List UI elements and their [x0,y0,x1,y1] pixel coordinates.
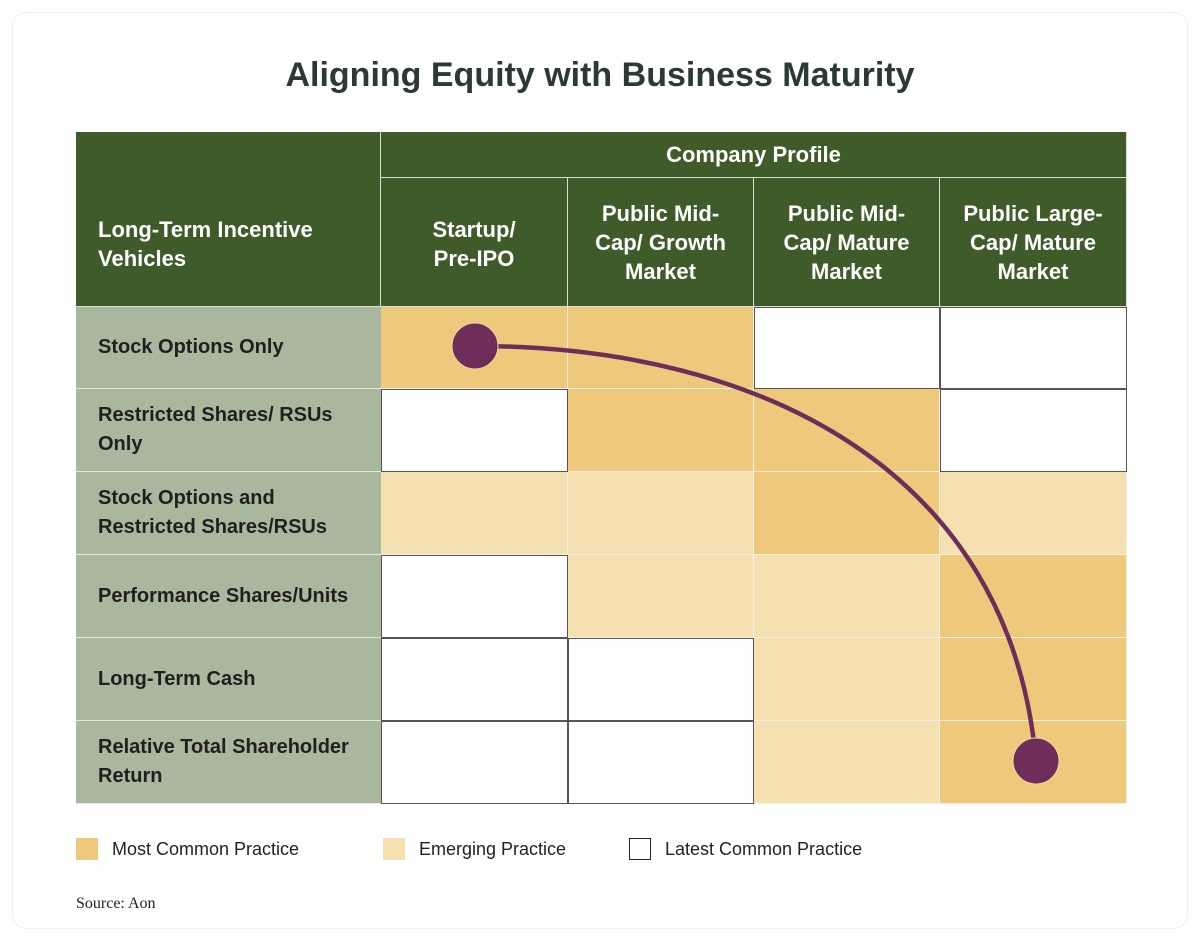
row-label-text: Relative Total Shareholder Return [98,736,349,787]
legend-swatch [629,838,651,860]
column-header-text: Public Mid-Cap/ Mature Market [783,200,910,284]
row-label-text: Long-Term Cash [98,667,256,690]
row-header-text: Long-Term Incentive Vehicles [98,217,313,271]
row-label-text: Stock Options and Restricted Shares/RSUs [98,487,327,538]
row-header: Long-Term Incentive Vehicles [76,132,381,307]
cell-emerging [381,472,568,555]
start-dot [451,322,499,370]
maturity-curve [474,343,1039,762]
group-header-text: Company Profile [666,142,841,167]
row-label: Stock Options and Restricted Shares/RSUs [76,472,381,555]
cell-emerging [754,638,940,721]
cell-emerging [568,472,754,555]
row-label: Performance Shares/Units [76,555,381,638]
card-frame [12,12,1188,929]
cell-most [940,555,1127,638]
column-header: Public Mid-Cap/ Growth Market [568,178,754,307]
legend-label: Emerging Practice [419,838,567,859]
column-header: Public Mid-Cap/ Mature Market [754,178,940,307]
cell-most [568,389,754,472]
cell-latest [568,721,754,804]
cell-most [754,389,940,472]
cell-most [568,307,754,389]
cell-latest [568,638,754,721]
legend-item-emerging: Emerging Practice [383,838,566,860]
column-header-text: Startup/ Pre-IPO [432,217,516,271]
cell-latest [381,389,568,472]
cell-latest [940,307,1127,389]
cell-latest [754,307,940,389]
column-header: Startup/ Pre-IPO [381,178,568,307]
row-label: Long-Term Cash [76,638,381,721]
legend-label: Most Common Practice [112,838,300,859]
row-label: Restricted Shares/ RSUs Only [76,389,381,472]
chart-title: Aligning Equity with Business Maturity [285,56,915,94]
cell-emerging [754,721,940,804]
end-dot [1012,737,1060,785]
cell-latest [381,638,568,721]
column-header-text: Public Mid-Cap/ Growth Market [595,200,726,284]
row-label: Relative Total Shareholder Return [76,721,381,804]
source-note: Source: Aon [76,895,156,912]
row-label-text: Stock Options Only [98,336,284,358]
group-header: Company Profile [381,132,1127,178]
cell-latest [381,555,568,638]
row-label-text: Performance Shares/Units [98,584,349,607]
legend-item-latest: Latest Common Practice [629,838,862,860]
cell-most [940,638,1127,721]
row-label: Stock Options Only [76,307,381,389]
cell-latest [940,389,1127,472]
row-label-text: Restricted Shares/ RSUs Only [98,404,333,455]
cell-emerging [568,555,754,638]
cell-emerging [754,555,940,638]
legend-swatch [76,838,98,860]
column-header-text: Public Large-Cap/ Mature Market [963,200,1103,284]
legend-label: Latest Common Practice [665,838,863,859]
cell-emerging [940,472,1127,555]
cell-latest [381,721,568,804]
legend-swatch [383,838,405,860]
column-header: Public Large-Cap/ Mature Market [940,178,1127,307]
legend-item-most: Most Common Practice [76,838,299,860]
